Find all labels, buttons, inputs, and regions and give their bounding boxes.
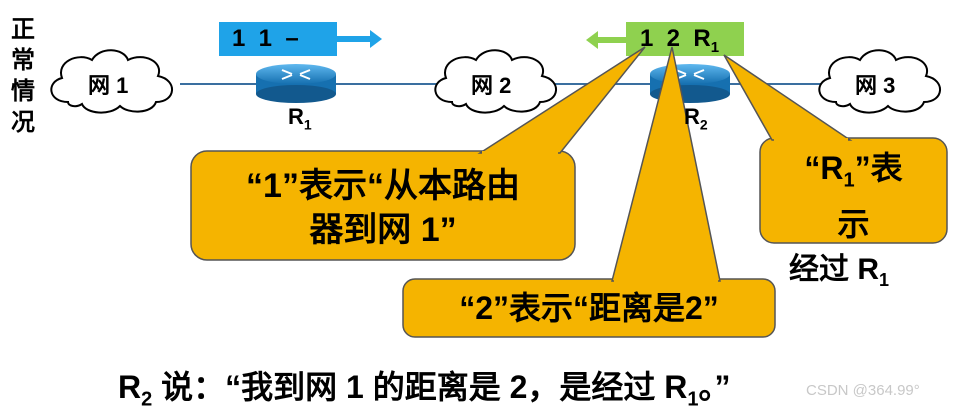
net1-label: 网 1 [88, 73, 129, 98]
callout-1-text: “1”表示“从本路由 器到网 1” [191, 164, 575, 252]
message-right-text: 1 1 – [232, 25, 299, 52]
callout-3-line2: 示 [837, 206, 870, 243]
side-label-char: 常 [11, 47, 35, 74]
callout-1-line2: 器到网 1” [309, 211, 457, 249]
callout-bubble-2 [402, 46, 776, 338]
cloud-net3 [818, 49, 941, 114]
cloud-net1 [50, 49, 173, 114]
callout-2-text: “2”表示“距离是2” [459, 290, 719, 326]
callout-bubble-1 [190, 46, 646, 261]
bottom-sentence: R2 说：“我到网 1 的距离是 2，是经过 R1。” [118, 369, 731, 411]
callout-bubble-3 [723, 54, 948, 244]
side-label: 正 常 情 况 [10, 14, 36, 138]
callout-3-line1: “R1”表 [804, 150, 903, 192]
net3-label: 网 3 [855, 73, 896, 98]
side-label-char: 况 [11, 109, 35, 136]
router-r2-label: R2 [684, 104, 708, 133]
side-label-char: 情 [11, 78, 35, 105]
callout-1-line1: “1”表示“从本路由 [246, 167, 520, 205]
message-right-arrow [219, 22, 382, 56]
overflow-text: 经过 R1 [789, 253, 890, 290]
side-label-char: 正 [11, 16, 35, 43]
callout-3-text: “R1”表 示 [760, 146, 947, 246]
router-r1-label: R1 [288, 104, 312, 133]
watermark: CSDN @364.99° [806, 382, 920, 399]
cloud-net2 [434, 49, 557, 114]
net2-label: 网 2 [471, 73, 512, 98]
message-left-text: 1 2 R1 [640, 25, 720, 56]
router-r1-icon [256, 64, 336, 103]
message-left-arrow [586, 22, 744, 56]
